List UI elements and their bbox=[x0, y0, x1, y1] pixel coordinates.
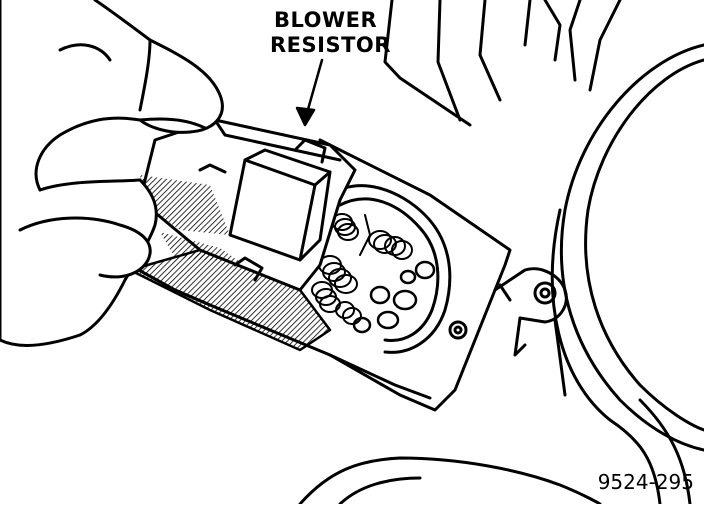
lower-housing-edge bbox=[298, 456, 602, 506]
figure-number: 9524-295 bbox=[597, 470, 694, 494]
connector-body bbox=[138, 118, 357, 292]
housing-openings bbox=[352, 260, 436, 334]
hand bbox=[0, 0, 224, 347]
connector-shading bbox=[140, 175, 240, 262]
callout-leader bbox=[295, 58, 324, 127]
coil-housing bbox=[328, 184, 452, 354]
mounting-bracket bbox=[493, 267, 568, 397]
housing-ribs bbox=[383, 0, 622, 127]
callout-label-line1: BLOWER bbox=[274, 8, 378, 32]
blower-housing bbox=[550, 43, 704, 506]
callout-label-line2: RESISTOR bbox=[270, 33, 391, 57]
